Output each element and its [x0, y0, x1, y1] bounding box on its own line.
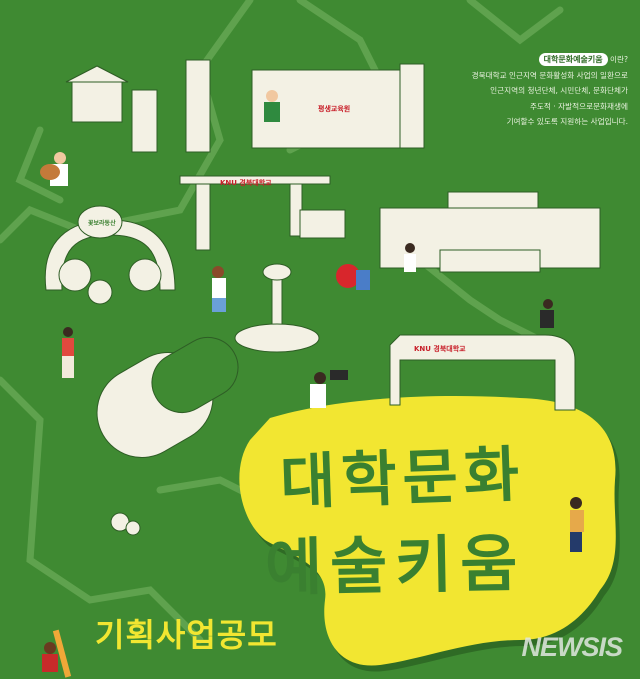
title-line-2: 예술키움 [264, 526, 526, 605]
building-sign: 평생교육원 [318, 105, 351, 113]
map-roads [0, 0, 564, 644]
gate-sign: KNU 경북대학교 [220, 179, 272, 187]
description-heading: 대학문화예술키움 이란? [428, 52, 628, 68]
arch-sign: 꽃보라동산 [88, 220, 116, 227]
description-line: 경북대학교 인근지역 문화활성화 사업의 일환으로 [471, 70, 628, 80]
program-name-pill: 대학문화예술키움 [538, 53, 608, 66]
question-suffix: 이란? [609, 55, 628, 64]
program-description: 대학문화예술키움 이란? 경북대학교 인근지역 문화활성화 사업의 일환으로 인… [428, 52, 628, 130]
gate-sign: KNU 경북대학교 [414, 345, 466, 353]
campus-buildings [44, 59, 601, 536]
description-line: 주도적 · 자발적으로문화재생에 [529, 101, 628, 111]
yellow-blob [239, 396, 616, 666]
watermark: NEWSIS [521, 632, 623, 662]
description-line: 기여할수 있도록 지원하는 사업입니다. [506, 117, 628, 127]
description-line: 인근지역의 청년단체, 시민단체, 문화단체가 [490, 86, 628, 96]
people [40, 90, 584, 678]
subtitle: 기획사업공모 [95, 616, 278, 654]
title-line-1: 대학문화 [279, 439, 527, 519]
